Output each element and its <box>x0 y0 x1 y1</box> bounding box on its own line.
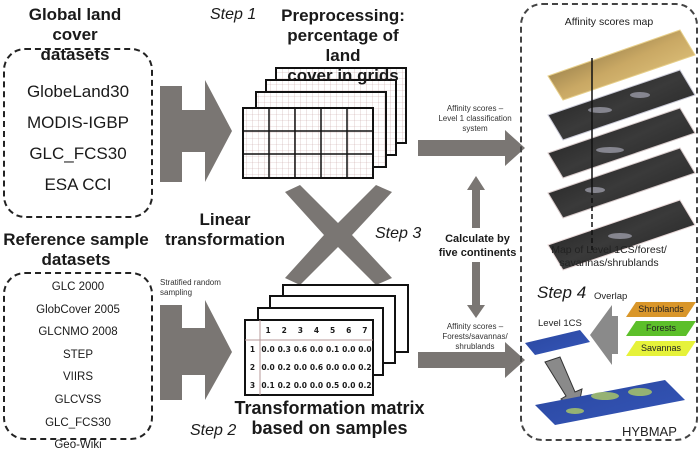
step4-label: Step 4 <box>537 283 587 302</box>
matrix-col-header: 1 <box>265 325 271 335</box>
matrix-cell: 0.0 <box>358 344 372 354</box>
layer-shrublands <box>626 302 696 317</box>
reference-item: GLCVSS <box>54 393 102 406</box>
matrix-col-header: 5 <box>330 325 336 335</box>
matrix-row: 3 0.1 0.2 0.0 0.0 0.5 0.0 0.2 <box>249 380 372 390</box>
matrix-cell: 0.3 <box>277 344 291 354</box>
arrow-up <box>467 176 485 228</box>
layer-savannas <box>626 341 696 356</box>
reference-datasets-title: Reference sample datasets <box>3 230 149 269</box>
matrix-cell: 0.2 <box>277 362 291 372</box>
matrix-header: 1 2 3 4 5 6 7 <box>245 322 373 338</box>
overlap-arrow <box>590 305 618 365</box>
matrix-cell: 0.0 <box>309 380 324 390</box>
cross-icon <box>285 185 392 285</box>
affinity-map-title: Affinity scores map <box>564 16 654 28</box>
matrix-cell: 0.5 <box>325 380 340 390</box>
matrix-cell: 0.1 <box>325 344 340 354</box>
overlap-label: Overlap <box>594 291 628 302</box>
matrix-cell: 0.0 <box>261 344 275 354</box>
matrix-col-header: 7 <box>362 325 368 335</box>
arrow-down <box>467 262 485 318</box>
arrow-affinity-level1 <box>418 130 525 166</box>
arrow-samples-to-matrix <box>160 300 232 400</box>
matrix-cell: 0.0 <box>342 380 356 390</box>
arrow-datasets-to-preprocessing <box>160 80 232 182</box>
matrix-cell: 0.0 <box>261 362 275 372</box>
matrix-cell: 0.0 <box>325 362 340 372</box>
matrix-col-header: 4 <box>313 325 320 335</box>
calculate-label: Calculate by five continents <box>438 233 517 259</box>
diagram-graphics <box>160 29 696 425</box>
arrow-affinity-forests <box>418 342 525 378</box>
affinity-forests-label: Affinity scores – Forests/savannas/ shru… <box>442 322 508 351</box>
reference-item: GLC_FCS30 <box>45 416 111 429</box>
global-datasets-list: GlobeLand30 MODIS-IGBP GLC_FCS30 ESA CCI <box>5 76 151 200</box>
reference-datasets-list: GLC 2000 GlobCover 2005 GLCNMO 2008 STEP… <box>5 276 151 457</box>
layer-forests <box>626 321 696 336</box>
dataset-item: GLC_FCS30 <box>29 144 127 163</box>
level1cs-map <box>525 330 590 355</box>
shrublands-label: Shrublands <box>638 304 684 314</box>
level1cs-label: Level 1CS <box>538 318 582 329</box>
reference-item: Geo-Wiki <box>54 439 102 452</box>
matrix-row: 1 0.0 0.3 0.6 0.0 0.1 0.0 0.0 <box>249 344 372 354</box>
step1-label: Step 1 <box>210 6 257 23</box>
reference-item: GLCNMO 2008 <box>38 326 118 339</box>
matrix-row: 2 0.0 0.2 0.0 0.6 0.0 0.0 0.2 <box>249 362 372 372</box>
forests-label: Forests <box>645 323 676 333</box>
matrix-cell: 0.6 <box>309 362 324 372</box>
matrix-col-header: 2 <box>281 325 287 335</box>
linear-transformation-label: Linear transformation <box>165 210 285 249</box>
matrix-cell: 0.2 <box>277 380 291 390</box>
reference-item: GlobCover 2005 <box>36 303 120 316</box>
matrix-cell: 0.2 <box>358 362 372 372</box>
reference-item: VIIRS <box>62 371 94 384</box>
dataset-item: GlobeLand30 <box>26 82 130 101</box>
preprocessing-title: Preprocessing: percentage of land cover … <box>281 6 405 85</box>
matrix-cell: 0.0 <box>309 344 324 354</box>
step2-label: Step 2 <box>190 422 237 439</box>
matrix-cell: 0.0 <box>342 344 356 354</box>
step3-label: Step 3 <box>375 225 422 242</box>
sampling-label: Stratified random sampling <box>160 278 221 297</box>
transformation-matrix-title: Transformation matrix based on samples <box>234 398 425 438</box>
matrix-col-header: 3 <box>297 325 303 335</box>
matrix-cell: 0.0 <box>342 362 356 372</box>
transformation-matrix: 1 2 3 4 5 6 7 1 0.0 0.3 0.6 0.0 0.1 0.0 … <box>245 322 373 394</box>
dataset-item: ESA CCI <box>44 175 112 194</box>
reference-item: GLC 2000 <box>51 281 105 293</box>
matrix-cell: 0.1 <box>261 380 275 390</box>
global-datasets-box: GlobeLand30 MODIS-IGBP GLC_FCS30 ESA CCI <box>3 48 153 218</box>
hybmap-label: HYBMAP <box>622 424 677 439</box>
right-panel <box>520 3 698 441</box>
grid-stack <box>242 67 407 179</box>
matrix-cell: 0.6 <box>293 344 307 354</box>
reference-datasets-box: GLC 2000 GlobCover 2005 GLCNMO 2008 STEP… <box>3 272 153 451</box>
matrix-col-header: 6 <box>346 325 352 335</box>
dataset-item: MODIS-IGBP <box>26 113 129 132</box>
affinity-map-stack <box>547 29 696 271</box>
map-caption: Map of Level 1CS/forest/ savannas/shrubl… <box>551 244 667 269</box>
savannas-label: Savannas <box>640 343 682 353</box>
matrix-cell: 0.2 <box>358 380 372 390</box>
reference-item: STEP <box>62 348 94 361</box>
matrix-cell: 0.0 <box>293 380 307 390</box>
affinity-level1-label: Affinity scores – Level 1 classification… <box>438 104 512 133</box>
matrix-cell: 0.0 <box>293 362 307 372</box>
matrix-stack <box>244 284 409 396</box>
